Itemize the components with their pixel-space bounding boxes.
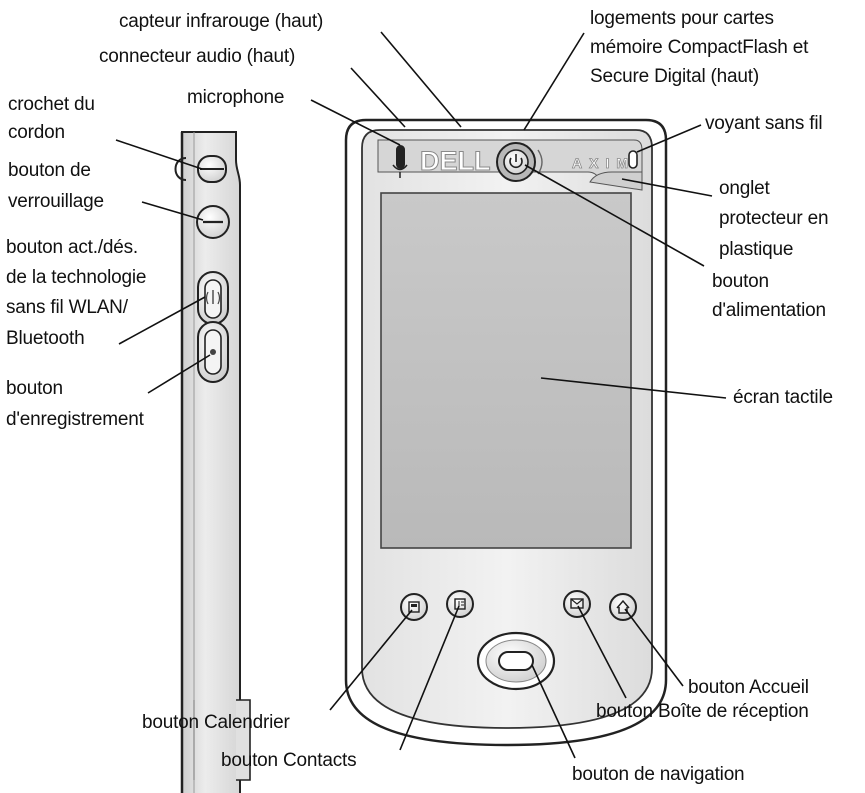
lanyard-hook [174,155,227,183]
leader-lines [115,31,727,759]
label-record-button-2: d'enregistrement [6,409,144,430]
leader-microphone [310,99,401,146]
front-view: DELL AXIM [344,118,668,747]
label-protective-tab-3: plastique [719,239,794,260]
contacts-button [446,590,474,618]
calendar-button [400,593,428,621]
power-button [496,142,536,182]
touch-screen [380,192,632,549]
leader-card-slots [523,32,585,131]
record-button [197,321,229,383]
envelope-icon [570,598,584,609]
leader-touch-screen [540,377,727,399]
label-lanyard-hook-2: cordon [8,122,65,143]
label-home-button: bouton Accueil [688,677,809,698]
label-wlan-button-3: sans fil WLAN/ [6,297,128,318]
label-inbox-button: bouton Boîte de réception [596,701,809,722]
label-wlan-button-2: de la technologie [6,267,147,288]
leader-inbox [577,605,627,699]
leader-protective-tab [621,178,713,197]
label-touch-screen: écran tactile [733,387,833,408]
home-icon [616,599,630,614]
leader-infrared [380,31,462,128]
label-audio-connector: connecteur audio (haut) [99,46,296,67]
label-card-slots-3: Secure Digital (haut) [590,66,759,87]
navigation-button [476,631,556,691]
button-row [400,590,637,691]
calendar-icon [408,601,420,613]
label-card-slots-1: logements pour cartes [590,8,774,29]
leader-lock [141,201,204,221]
dell-logo: DELL [420,146,491,176]
leader-calendar [329,609,413,711]
protective-tab [589,171,643,191]
home-button [609,593,637,621]
label-protective-tab-1: onglet [719,178,770,199]
leader-home [624,608,684,687]
label-protective-tab-2: protecteur en [719,208,829,229]
leader-navigation [531,664,576,759]
label-lanyard-hook-1: crochet du [8,94,95,115]
leader-contacts [399,605,460,751]
leader-audio [350,67,406,128]
side-view [174,131,251,793]
wireless-signal-icon [205,290,221,305]
label-contacts-button: bouton Contacts [221,750,357,771]
leader-wireless-led [636,124,702,153]
microphone [392,145,408,178]
label-microphone: microphone [187,87,285,108]
axim-logo: AXIM [572,155,635,171]
lock-button [196,205,230,239]
label-calendar-button: bouton Calendrier [142,712,290,733]
leader-lanyard [115,139,203,170]
label-lock-button-2: verrouillage [8,191,104,212]
label-infrared-sensor: capteur infrarouge (haut) [119,11,324,32]
label-record-button-1: bouton [6,378,63,399]
label-navigation-button: bouton de navigation [572,764,745,785]
leader-wlan [118,296,206,345]
label-card-slots-2: mémoire CompactFlash et [590,37,809,58]
label-lock-button-1: bouton de [8,160,91,181]
label-wlan-button-4: Bluetooth [6,328,85,349]
power-icon [509,154,523,169]
leader-power [524,164,705,267]
wireless-led [628,150,638,169]
label-wlan-button-1: bouton act./dés. [6,237,139,258]
leader-record [147,354,211,394]
label-wireless-led: voyant sans fil [705,113,823,134]
label-power-button-2: d'alimentation [712,300,826,321]
inbox-button [563,590,591,618]
label-power-button-1: bouton [712,271,769,292]
